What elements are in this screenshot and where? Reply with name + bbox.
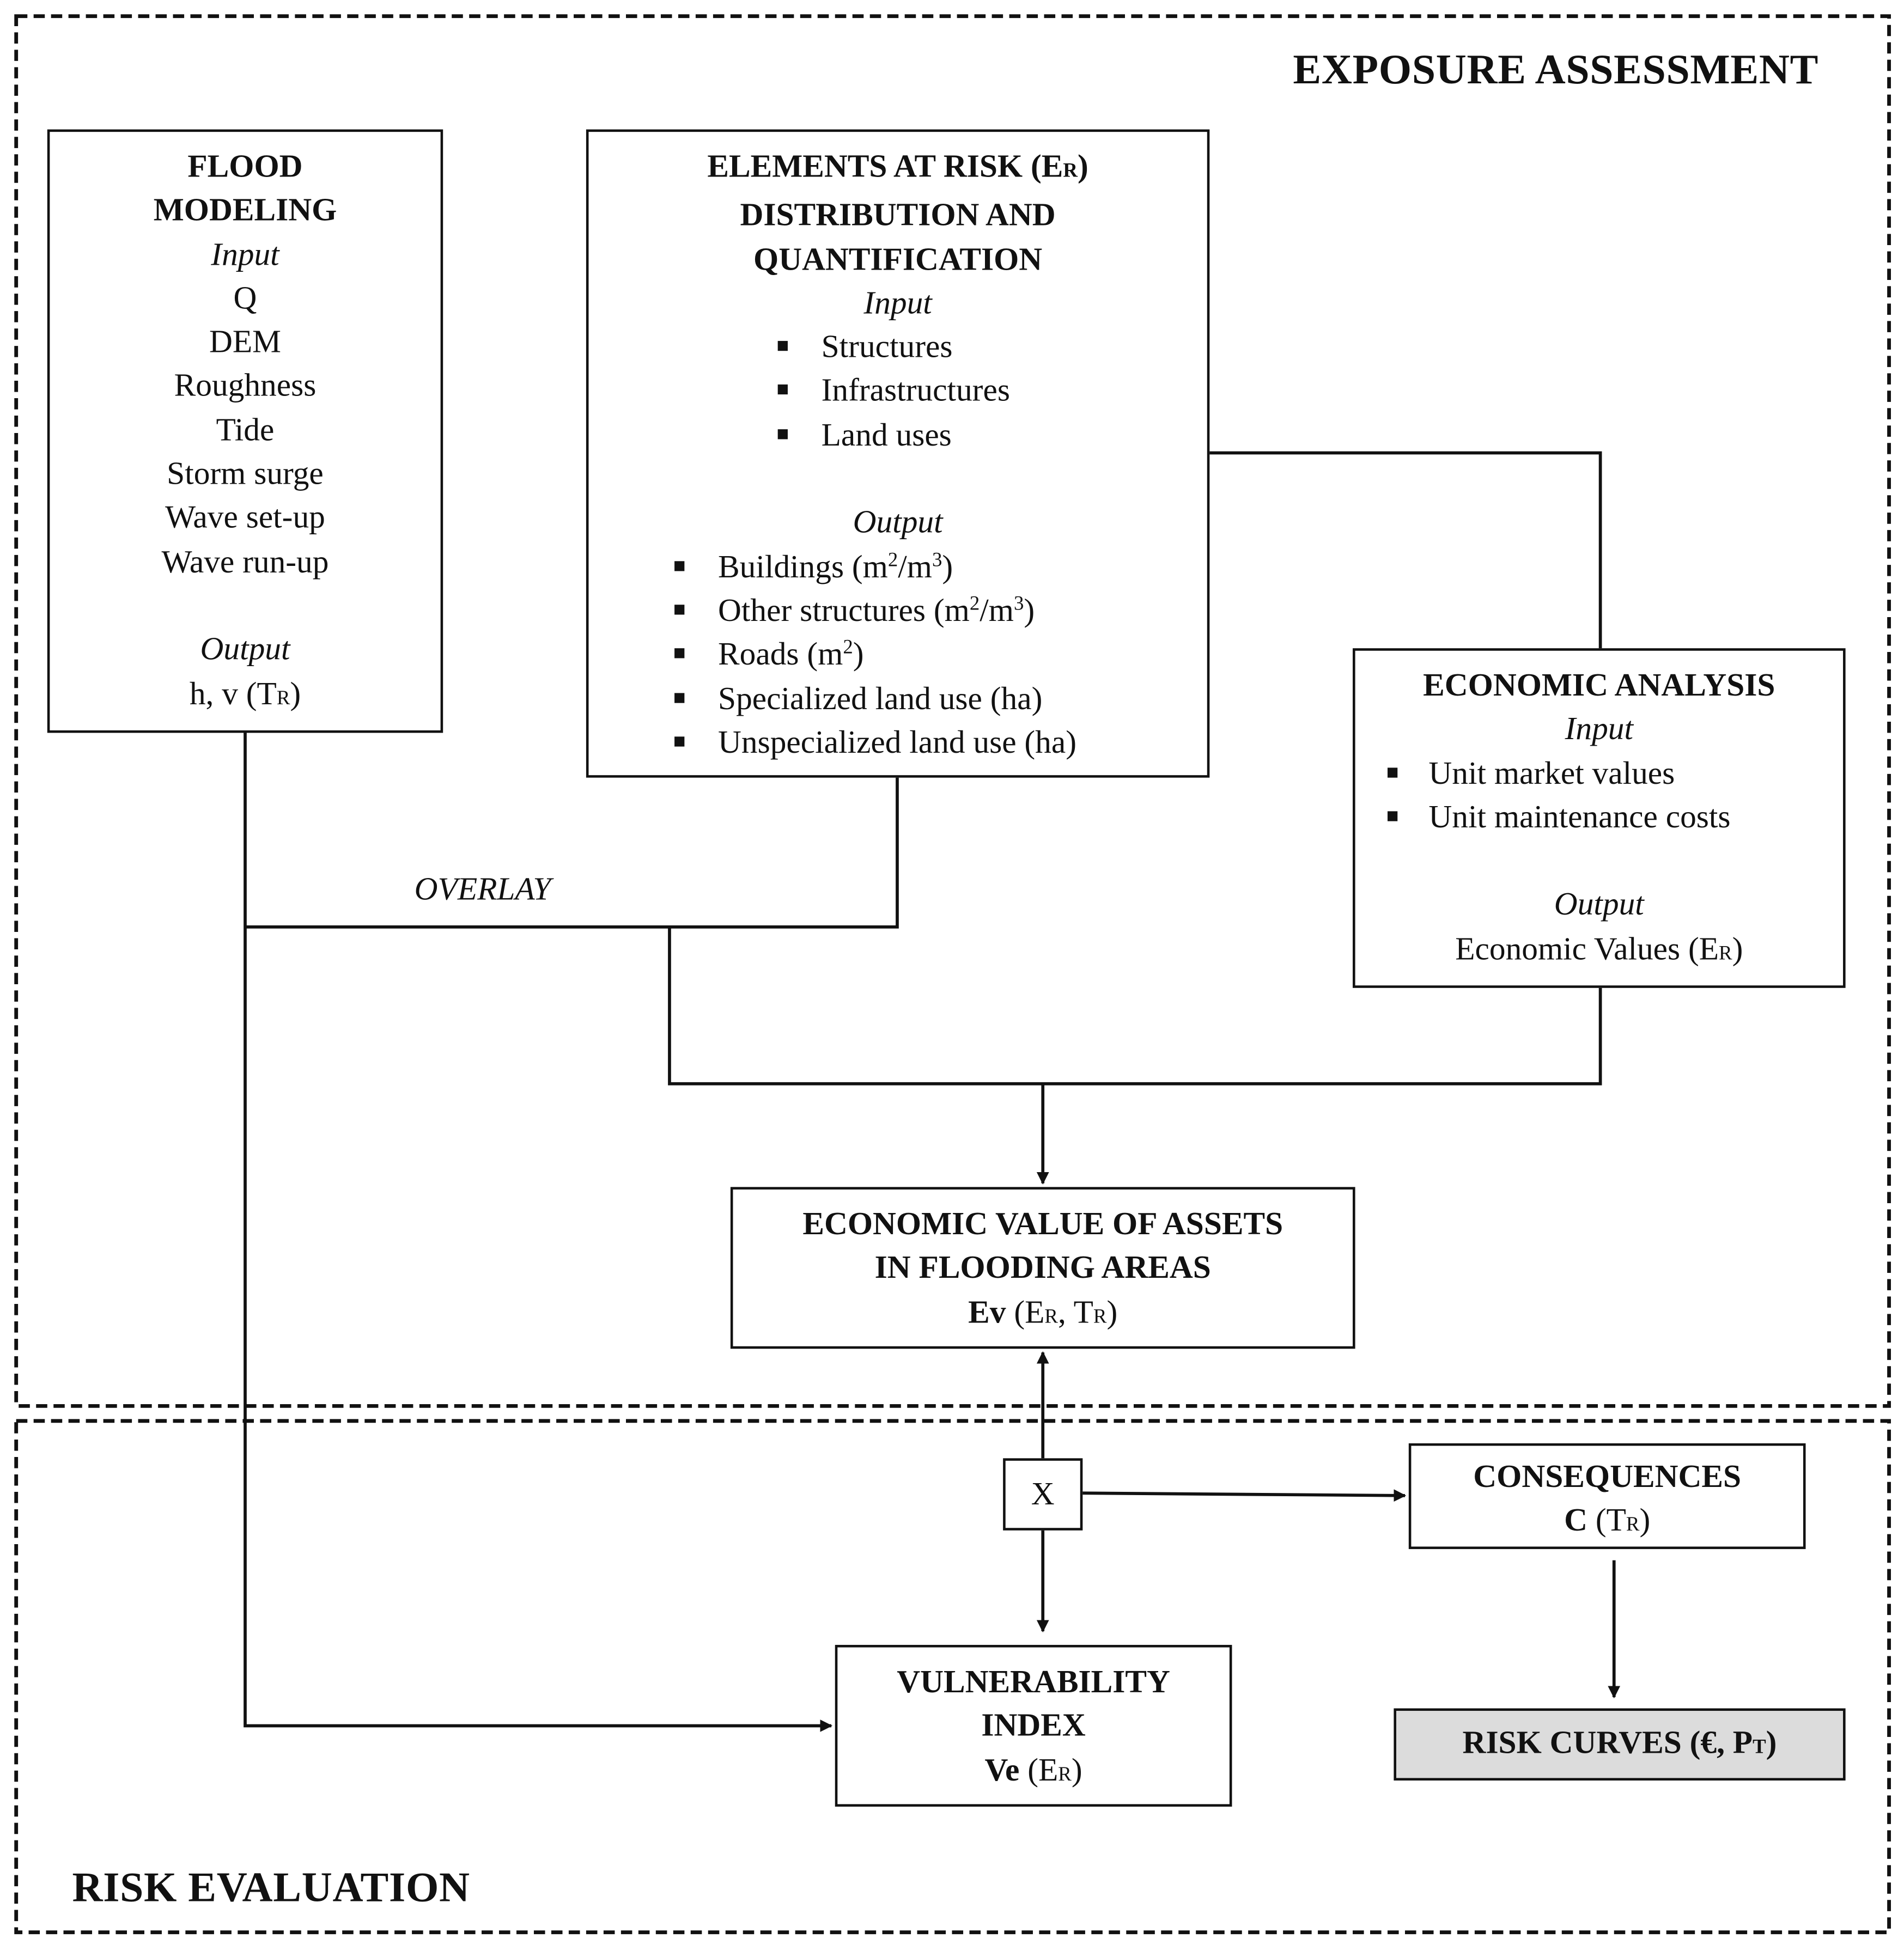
elements-at-risk-title-line-3: QUANTIFICATION [753, 241, 1043, 277]
elements-at-risk-title-line-1: ELEMENTS AT RISK (ER) [707, 148, 1088, 185]
elements-at-risk-output-label: Output [853, 504, 943, 541]
vulnerability-index-title-line-1: VULNERABILITY [897, 1663, 1170, 1700]
multiply-node: X [1003, 1458, 1083, 1531]
overlay-to-merge-connector [668, 926, 1602, 1086]
exposure-assessment-title: EXPOSURE ASSESSMENT [1293, 47, 1819, 94]
risk-evaluation-title: RISK EVALUATION [72, 1865, 470, 1911]
consequences-title: CONSEQUENCES [1473, 1458, 1742, 1495]
elements-at-risk-input-list: Structures Infrastructures Land uses [588, 325, 1207, 457]
economic-analysis-output: Economic Values (ER) [1455, 930, 1743, 967]
flood-input-q: Q [233, 279, 257, 316]
economic-value-assets-title-line-2: IN FLOODING AREAS [874, 1249, 1211, 1286]
list-item: Land uses [588, 413, 1207, 457]
x-to-consequences-arrow [1081, 1489, 1407, 1502]
flood-modeling-box: FLOOD MODELING Input Q DEM Roughness Tid… [47, 129, 443, 733]
flood-modeling-input-label: Input [211, 236, 279, 272]
flood-to-vulnerability-connector [244, 731, 833, 1732]
economic-analysis-input-list: Unit market values Unit maintenance cost… [1355, 751, 1843, 839]
exposure-assessment-frame [14, 14, 1891, 1408]
list-item: Unspecialized land use (ha) [588, 720, 1207, 764]
list-item: Buildings (m2/m3) [588, 545, 1207, 589]
overlay-label: OVERLAY [414, 871, 551, 907]
economic-value-assets-box: ECONOMIC VALUE OF ASSETS IN FLOODING ARE… [730, 1187, 1355, 1349]
elements-at-risk-title-line-2: DISTRIBUTION AND [740, 197, 1056, 233]
flood-input-tide: Tide [216, 411, 275, 448]
flood-modeling-title-line-1: FLOOD [187, 148, 303, 185]
list-item: Unit market values [1355, 751, 1843, 795]
economic-analysis-title: ECONOMIC ANALYSIS [1423, 667, 1775, 703]
economic-value-assets-title-line-1: ECONOMIC VALUE OF ASSETS [802, 1205, 1283, 1242]
list-item: Other structures (m2/m3) [588, 588, 1207, 632]
vulnerability-index-title-line-2: INDEX [981, 1707, 1086, 1744]
risk-curves-label: RISK CURVES (€, PT) [1462, 1724, 1777, 1761]
list-item: Infrastructures [588, 369, 1207, 413]
consequences-box: CONSEQUENCES C (TR) [1408, 1443, 1806, 1550]
economic-value-assets-formula: Ev (ER, TR) [968, 1293, 1118, 1330]
list-item: Roads (m2) [588, 632, 1207, 676]
elements-at-risk-input-label: Input [863, 284, 932, 321]
flood-input-wave-set-up: Wave set-up [165, 499, 325, 536]
risk-curves-box: RISK CURVES (€, PT) [1394, 1708, 1846, 1781]
economic-analysis-input-label: Input [1565, 711, 1634, 747]
list-item: Specialized land use (ha) [588, 676, 1207, 721]
elements-to-economic-analysis-connector [1208, 451, 1602, 650]
list-item: Unit maintenance costs [1355, 795, 1843, 839]
vulnerability-index-formula: Ve (ER) [984, 1751, 1082, 1788]
flood-input-dem: DEM [209, 324, 282, 360]
flood-modeling-output: h, v (TR) [189, 675, 301, 711]
list-item: Structures [588, 325, 1207, 369]
flood-input-wave-run-up: Wave run-up [161, 543, 329, 580]
flood-input-roughness: Roughness [174, 368, 317, 404]
elements-at-risk-output-list: Buildings (m2/m3) Other structures (m2/m… [588, 545, 1207, 764]
economic-analysis-output-label: Output [1554, 886, 1644, 923]
flood-input-storm-surge: Storm surge [167, 455, 324, 492]
economic-analysis-box: ECONOMIC ANALYSIS Input Unit market valu… [1353, 648, 1846, 988]
risk-evaluation-frame [14, 1419, 1891, 1935]
vulnerability-index-box: VULNERABILITY INDEX Ve (ER) [835, 1644, 1232, 1807]
consequences-formula: C (TR) [1564, 1502, 1651, 1539]
overlay-connector [245, 776, 899, 929]
flood-modeling-output-label: Output [200, 631, 290, 668]
elements-at-risk-box: ELEMENTS AT RISK (ER) DISTRIBUTION AND Q… [586, 129, 1210, 778]
flood-modeling-title-line-2: MODELING [153, 192, 337, 228]
